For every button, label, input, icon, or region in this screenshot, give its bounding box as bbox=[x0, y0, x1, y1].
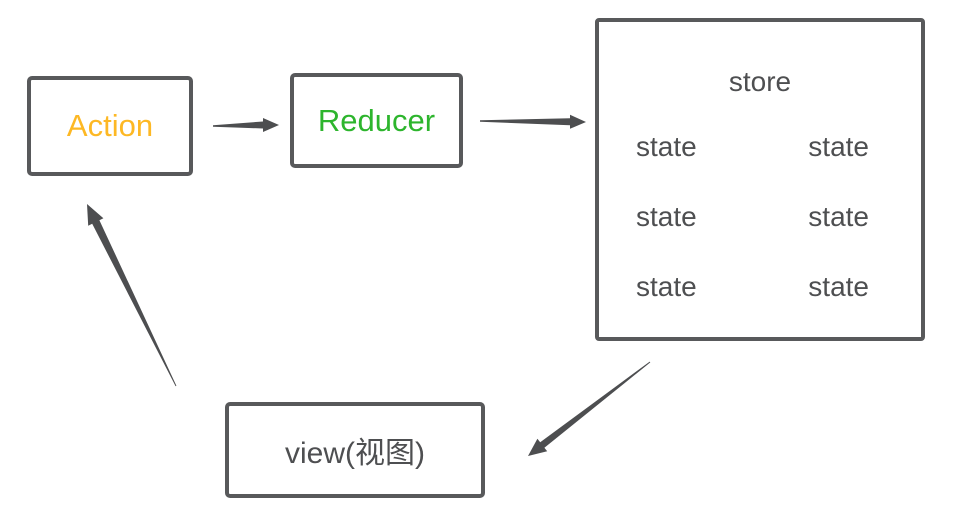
store-state-row: state state bbox=[599, 273, 921, 301]
store-state-row: state state bbox=[599, 203, 921, 231]
state-item: state bbox=[808, 131, 869, 162]
state-item: state bbox=[636, 201, 697, 232]
state-item: state bbox=[636, 271, 697, 302]
store-title: store bbox=[728, 66, 792, 97]
state-item: state bbox=[808, 271, 869, 302]
action-label: Action bbox=[66, 108, 154, 143]
state-item: state bbox=[808, 201, 869, 232]
store-state-row: state state bbox=[599, 133, 921, 161]
state-item: state bbox=[636, 131, 697, 162]
arrow-view-to-action-icon bbox=[87, 204, 177, 387]
arrow-reducer-to-store-icon bbox=[480, 114, 586, 129]
view-label: view(视图) bbox=[285, 437, 425, 470]
reducer-node: Reducer bbox=[290, 73, 463, 168]
view-node: view(视图) bbox=[225, 402, 485, 498]
reducer-label: Reducer bbox=[317, 102, 436, 138]
arrow-store-to-view-icon bbox=[528, 361, 651, 456]
arrow-action-to-reducer-icon bbox=[213, 118, 279, 132]
store-node: store state state state state state stat… bbox=[595, 18, 925, 341]
action-node: Action bbox=[27, 76, 193, 176]
